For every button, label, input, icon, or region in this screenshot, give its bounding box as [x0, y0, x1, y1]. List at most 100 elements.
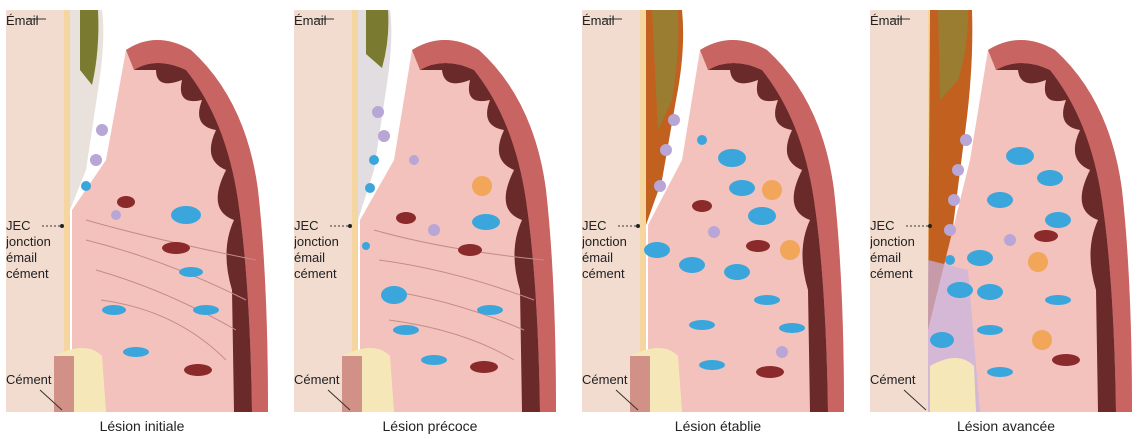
blue-cell — [679, 257, 705, 273]
fibroblast — [756, 366, 784, 378]
leukocyte — [697, 135, 707, 145]
macrophage — [762, 180, 782, 200]
blue-cell — [171, 206, 201, 224]
jec-line-1: jonction — [6, 234, 51, 250]
leukocyte — [362, 242, 370, 250]
leukocyte — [369, 155, 379, 165]
fibroblast — [746, 240, 770, 252]
email-label: Émail — [294, 13, 327, 29]
blue-cell — [724, 264, 750, 280]
blue-cell — [1045, 295, 1071, 305]
jec-line-2: émail — [6, 250, 51, 266]
blue-cell — [644, 242, 670, 258]
panel-illustration — [582, 10, 854, 412]
fibroblast — [470, 361, 498, 373]
blue-cell — [930, 332, 954, 348]
jec-abbrev: JEC — [294, 218, 339, 234]
leukocyte — [952, 164, 964, 176]
jec-point — [60, 224, 64, 228]
blue-cell — [977, 325, 1003, 335]
blue-cell — [987, 367, 1013, 377]
blue-cell — [381, 286, 407, 304]
jec-abbrev: JEC — [6, 218, 51, 234]
jec-label: JEC jonction émail cément — [582, 218, 627, 282]
blue-cell — [472, 214, 500, 230]
blue-cell — [699, 360, 725, 370]
blue-cell — [393, 325, 419, 335]
panel-established-lesion: Émail JEC jonction émail cément Cément — [582, 10, 854, 412]
caption-advanced-lesion: Lésion avancée — [870, 418, 1142, 434]
blue-cell — [1006, 147, 1034, 165]
cementum-fibres — [630, 356, 650, 412]
fibroblast — [396, 212, 416, 224]
blue-cell — [748, 207, 776, 225]
panel-advanced-lesion: Émail JEC jonction émail cément Cément — [870, 10, 1142, 412]
caption-initial-lesion: Lésion initiale — [6, 418, 278, 434]
macrophage — [1032, 330, 1052, 350]
blue-cell — [102, 305, 126, 315]
leukocyte — [81, 181, 91, 191]
fibroblast — [1052, 354, 1080, 366]
leukocyte — [90, 154, 102, 166]
tooth-root — [6, 10, 64, 412]
fibroblast — [458, 244, 482, 256]
fibroblast — [117, 196, 135, 208]
tooth-root — [870, 10, 928, 412]
jec-label: JEC jonction émail cément — [294, 218, 339, 282]
cement-label: Cément — [294, 372, 340, 388]
blue-cell — [123, 347, 149, 357]
blue-cell — [729, 180, 755, 196]
blue-cell — [718, 149, 746, 167]
leukocyte — [776, 346, 788, 358]
jec-line-2: émail — [870, 250, 915, 266]
cement-label: Cément — [582, 372, 628, 388]
jec-line-2: émail — [582, 250, 627, 266]
jec-line-3: cément — [870, 266, 915, 282]
jec-line-1: jonction — [294, 234, 339, 250]
jec-line-1: jonction — [582, 234, 627, 250]
leukocyte — [960, 134, 972, 146]
leukocyte — [365, 183, 375, 193]
leukocyte — [1004, 234, 1016, 246]
caption-established-lesion: Lésion établie — [582, 418, 854, 434]
leukocyte — [945, 255, 955, 265]
jec-point — [928, 224, 932, 228]
cementum-fibres — [54, 356, 74, 412]
fibroblast — [692, 200, 712, 212]
leukocyte — [372, 106, 384, 118]
leukocyte — [708, 226, 720, 238]
tooth-root — [582, 10, 640, 412]
panel-illustration — [870, 10, 1142, 412]
tooth-root — [294, 10, 352, 412]
blue-cell — [689, 320, 715, 330]
cement-label: Cément — [870, 372, 916, 388]
jec-abbrev: JEC — [870, 218, 915, 234]
blue-cell — [987, 192, 1013, 208]
jec-line-3: cément — [6, 266, 51, 282]
blue-cell — [193, 305, 219, 315]
leukocyte — [668, 114, 680, 126]
leukocyte — [96, 124, 108, 136]
blue-cell — [421, 355, 447, 365]
jec-label: JEC jonction émail cément — [870, 218, 915, 282]
panel-illustration — [294, 10, 566, 412]
macrophage — [1028, 252, 1048, 272]
leukocyte — [378, 130, 390, 142]
leukocyte — [654, 180, 666, 192]
jec-line-3: cément — [582, 266, 627, 282]
leukocyte — [948, 194, 960, 206]
macrophage — [780, 240, 800, 260]
jec-label: JEC jonction émail cément — [6, 218, 51, 282]
jec-point — [636, 224, 640, 228]
leukocyte — [944, 224, 956, 236]
leukocyte — [660, 144, 672, 156]
leukocyte — [409, 155, 419, 165]
panel-early-lesion: Émail JEC jonction émail cément Cément — [294, 10, 566, 412]
leukocyte — [428, 224, 440, 236]
jec-line-1: jonction — [870, 234, 915, 250]
panel-initial-lesion: Émail JEC jonction émail cément Cément — [6, 10, 278, 412]
blue-cell — [967, 250, 993, 266]
panel-illustration — [6, 10, 278, 412]
fibroblast — [162, 242, 190, 254]
